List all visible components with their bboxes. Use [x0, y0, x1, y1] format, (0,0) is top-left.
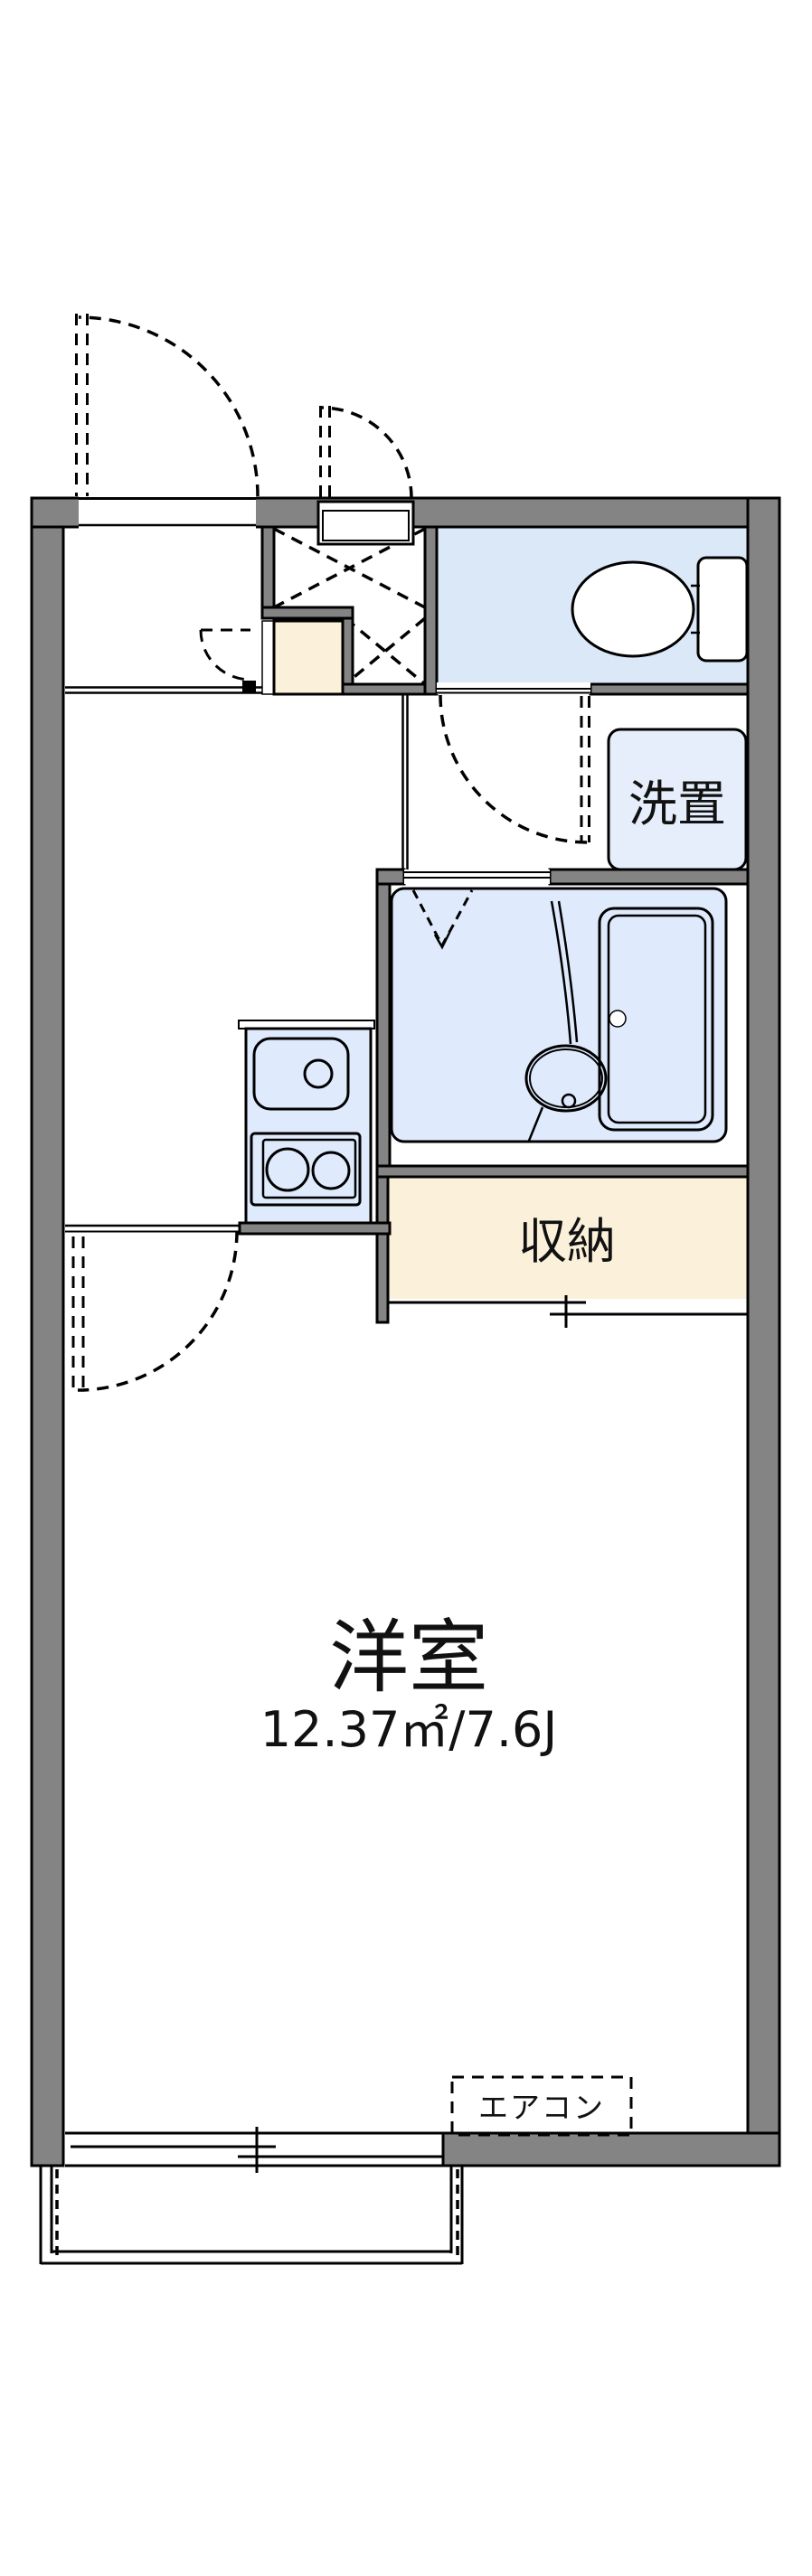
- storage-label: 収納: [518, 1213, 616, 1270]
- wall-washroom-stub: [375, 868, 406, 886]
- bathroom-unit: [390, 887, 728, 1143]
- kitchen-counter: [244, 1027, 373, 1225]
- labels: 洋室 12.37㎡/7.6J 収納 洗置 エアコン: [260, 776, 726, 2125]
- wall-right: [746, 496, 781, 2167]
- storage-sliding-door: [388, 1295, 747, 1328]
- window-frame: [316, 500, 415, 546]
- main-room-label: 洋室: [329, 1611, 488, 1704]
- wall-nook-right: [423, 525, 439, 696]
- stove-burner-icon: [265, 1147, 310, 1192]
- entry-door-opening: [79, 496, 256, 529]
- wall-toilet-bottom: [589, 682, 750, 696]
- kitchen-faucet-icon: [303, 1058, 334, 1089]
- closet-door-panel: [261, 620, 275, 695]
- window-frame-inner: [322, 510, 410, 541]
- main-room-size-label: 12.37㎡/7.6J: [260, 1701, 558, 1758]
- balcony: [39, 2166, 464, 2265]
- toilet-icon: [571, 556, 749, 663]
- wall-nook-bottom: [340, 682, 439, 696]
- wall-kitchen-bottom: [238, 1221, 392, 1236]
- toilet-door-swing: [439, 694, 590, 844]
- kitchen-unit: [238, 1020, 375, 1225]
- openings: [65, 496, 590, 1233]
- bathtub-handle-icon: [609, 1010, 627, 1028]
- nook-door-swing: [319, 406, 413, 499]
- bathtub-inner: [607, 914, 707, 1124]
- door-stop-tick: [242, 681, 256, 692]
- wall-closet-left: [375, 1175, 390, 1324]
- room-fills: [388, 527, 748, 1299]
- washer-space-label: 洗置: [628, 776, 726, 832]
- kitchen-stove-icon: [250, 1132, 362, 1207]
- toilet-tank-icon: [696, 556, 749, 663]
- top-window: [316, 500, 415, 546]
- wall-bath-bottom: [375, 1164, 750, 1179]
- entry-door-swing: [75, 314, 260, 497]
- door-swings: [71, 314, 590, 1392]
- wall-bottom: [441, 2131, 781, 2167]
- entrance-closet-box: [272, 619, 345, 696]
- stove-burner-icon: [311, 1151, 351, 1190]
- main-room-door-swing: [71, 1230, 239, 1392]
- bath-unit-outline: [390, 887, 728, 1143]
- wall-nook-left: [260, 525, 276, 609]
- washer-space-box: [607, 728, 748, 871]
- bath-drain-icon: [561, 1093, 577, 1109]
- bathtub-icon: [598, 907, 714, 1132]
- bath-basin-icon: [524, 1044, 608, 1113]
- wall-nook-mid-horizontal: [260, 606, 354, 620]
- storage-closet-floor: [388, 1177, 747, 1299]
- wall-kitchen-bath: [375, 882, 392, 1168]
- toilet-bowl-icon: [571, 560, 695, 658]
- balcony-window: [65, 2127, 445, 2173]
- aircon-label: エアコン: [478, 2090, 605, 2125]
- entrance-closet-door-swing: [199, 628, 256, 692]
- aircon-box: [450, 2075, 633, 2137]
- kitchen-sink-icon: [252, 1037, 350, 1111]
- entrance-closet: [261, 619, 345, 696]
- wall-washroom-bottom: [548, 868, 750, 886]
- wall-left: [30, 496, 65, 2167]
- bath-divider-line: [550, 900, 572, 1045]
